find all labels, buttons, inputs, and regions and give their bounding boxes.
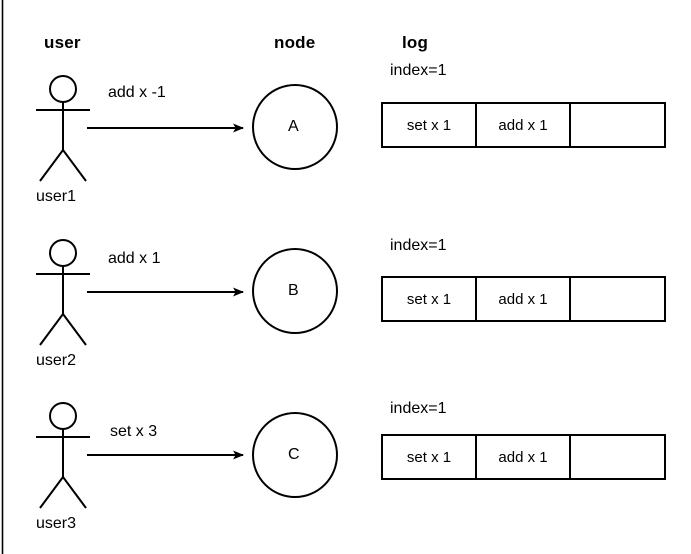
diagram-row	[36, 75, 666, 182]
actor-leg-left-icon	[39, 476, 64, 509]
actor-head-icon	[49, 402, 77, 430]
log-cell-text: add x 1	[498, 117, 548, 134]
actor-leg-left-icon	[39, 149, 64, 182]
actor-label-user1: user1	[36, 188, 77, 205]
log-cell-text: set x 1	[406, 291, 452, 308]
diagram-row	[36, 239, 666, 346]
actor-label-user3: user3	[36, 515, 77, 532]
column-header-log: log	[402, 33, 429, 52]
actor-head-icon	[49, 239, 77, 267]
log-table-outline	[381, 276, 666, 322]
actor-figure[interactable]	[36, 402, 90, 509]
log-index-row-1: index=1	[390, 62, 447, 79]
log-table[interactable]	[381, 434, 666, 480]
edge-label-row-2: add x 1	[108, 250, 161, 267]
actor-leg-left-icon	[39, 313, 64, 346]
actor-label-user2: user2	[36, 352, 77, 369]
log-table[interactable]	[381, 102, 666, 148]
node-circle[interactable]	[252, 412, 338, 498]
column-header-node: node	[274, 33, 316, 52]
log-table[interactable]	[381, 276, 666, 322]
actor-head-icon	[49, 75, 77, 103]
actor-leg-right-icon	[62, 476, 87, 509]
node-circle[interactable]	[252, 84, 338, 170]
node-letter-a: A	[288, 118, 299, 135]
actor-leg-right-icon	[62, 313, 87, 346]
edge-label-row-3: set x 3	[110, 423, 158, 440]
log-index-row-2: index=1	[390, 237, 447, 254]
actor-figure[interactable]	[36, 75, 90, 182]
node-circle[interactable]	[252, 248, 338, 334]
diagram-row	[36, 402, 666, 509]
actor-figure[interactable]	[36, 239, 90, 346]
log-table-outline	[381, 102, 666, 148]
log-cell-text: add x 1	[498, 291, 548, 308]
node-letter-b: B	[288, 282, 299, 299]
log-cell-text: set x 1	[406, 449, 452, 466]
log-index-row-3: index=1	[390, 400, 447, 417]
log-table-outline	[381, 434, 666, 480]
log-cell-text: set x 1	[406, 117, 452, 134]
edge-label-row-1: add x -1	[108, 84, 166, 101]
node-letter-c: C	[288, 446, 300, 463]
log-cell-text: add x 1	[498, 449, 548, 466]
column-header-user: user	[44, 33, 81, 52]
actor-leg-right-icon	[62, 149, 87, 182]
